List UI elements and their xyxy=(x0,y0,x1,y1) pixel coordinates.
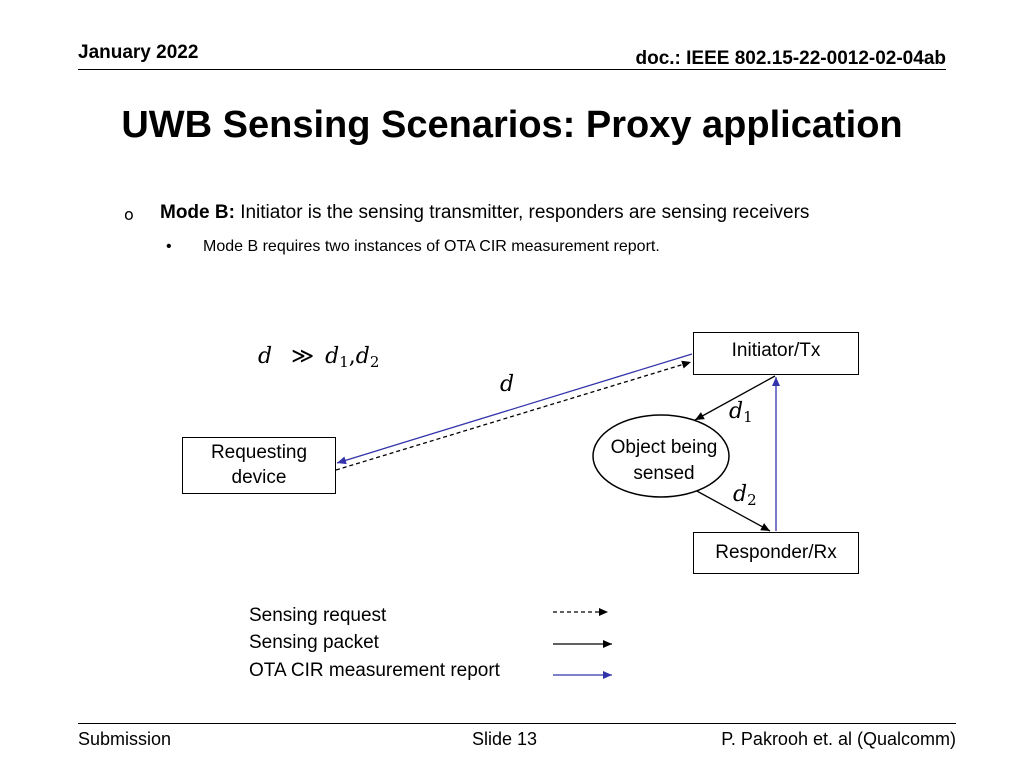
label-d2-sub: 2 xyxy=(747,491,757,509)
eq-comma: , xyxy=(348,344,356,369)
header-date: January 2022 xyxy=(78,42,199,63)
bullet-marker-level1: o xyxy=(124,205,134,224)
label-d1-sub: 1 xyxy=(743,408,753,426)
responder-box: Responder/Rx xyxy=(693,532,859,574)
requesting-label-line2: device xyxy=(231,466,287,488)
responder-label: Responder/Rx xyxy=(715,541,837,563)
legend-sensing-packet: Sensing packet xyxy=(249,632,379,653)
label-d: d xyxy=(500,372,515,397)
eq-d: d xyxy=(258,344,273,369)
eq-much-greater: ≫ xyxy=(291,344,315,369)
bullet-marker-level2: • xyxy=(166,238,172,255)
header-rule xyxy=(78,69,946,70)
footer-rule xyxy=(78,723,956,724)
requesting-label-line1: Requesting xyxy=(210,441,308,463)
label-d2: d2 xyxy=(733,482,757,509)
eq-d1: d xyxy=(325,344,340,369)
packet-arrow-initiator-to-object xyxy=(694,375,776,421)
legend-sensing-request: Sensing request xyxy=(249,605,387,626)
object-ellipse xyxy=(592,414,730,498)
sensing-request-arrow xyxy=(335,360,692,471)
packet-arrow-object-to-responder xyxy=(694,489,771,532)
label-d2-var: d xyxy=(733,482,748,507)
legend-ota-report: OTA CIR measurement report xyxy=(249,660,500,681)
bullet-level1: Mode B: Initiator is the sensing transmi… xyxy=(160,202,809,224)
object-label: Object being sensed xyxy=(594,435,734,486)
initiator-label: Initiator/Tx xyxy=(731,340,821,361)
bullet-level1-bold: Mode B: xyxy=(160,202,235,223)
header-doc-id: doc.: IEEE 802.15-22-0012-02-04ab xyxy=(635,48,946,69)
report-arrow-initiator-to-requester xyxy=(336,353,693,465)
bullet-level2: Mode B requires two instances of OTA CIR… xyxy=(203,238,660,255)
eq-d2-sub: 2 xyxy=(369,353,380,371)
object-label-line1: Object being xyxy=(610,437,718,458)
footer-authors: P. Pakrooh et. al (Qualcomm) xyxy=(721,729,956,749)
requesting-device-box: Requesting device xyxy=(182,437,336,494)
bullet-level1-text: Initiator is the sensing transmitter, re… xyxy=(234,202,810,223)
eq-d1-sub: 1 xyxy=(339,353,349,371)
label-d1: d1 xyxy=(729,399,753,426)
distance-relation: d ≫ d1,d2 xyxy=(258,344,379,371)
object-label-line2: sensed xyxy=(633,462,695,484)
slide-title: UWB Sensing Scenarios: Proxy application xyxy=(121,104,903,146)
footer-slide-number: Slide 13 xyxy=(472,729,538,749)
initiator-box: Initiator/Tx xyxy=(693,332,859,375)
footer-submission: Submission xyxy=(78,729,172,749)
label-d1-var: d xyxy=(729,399,744,424)
eq-d2: d xyxy=(355,344,370,369)
